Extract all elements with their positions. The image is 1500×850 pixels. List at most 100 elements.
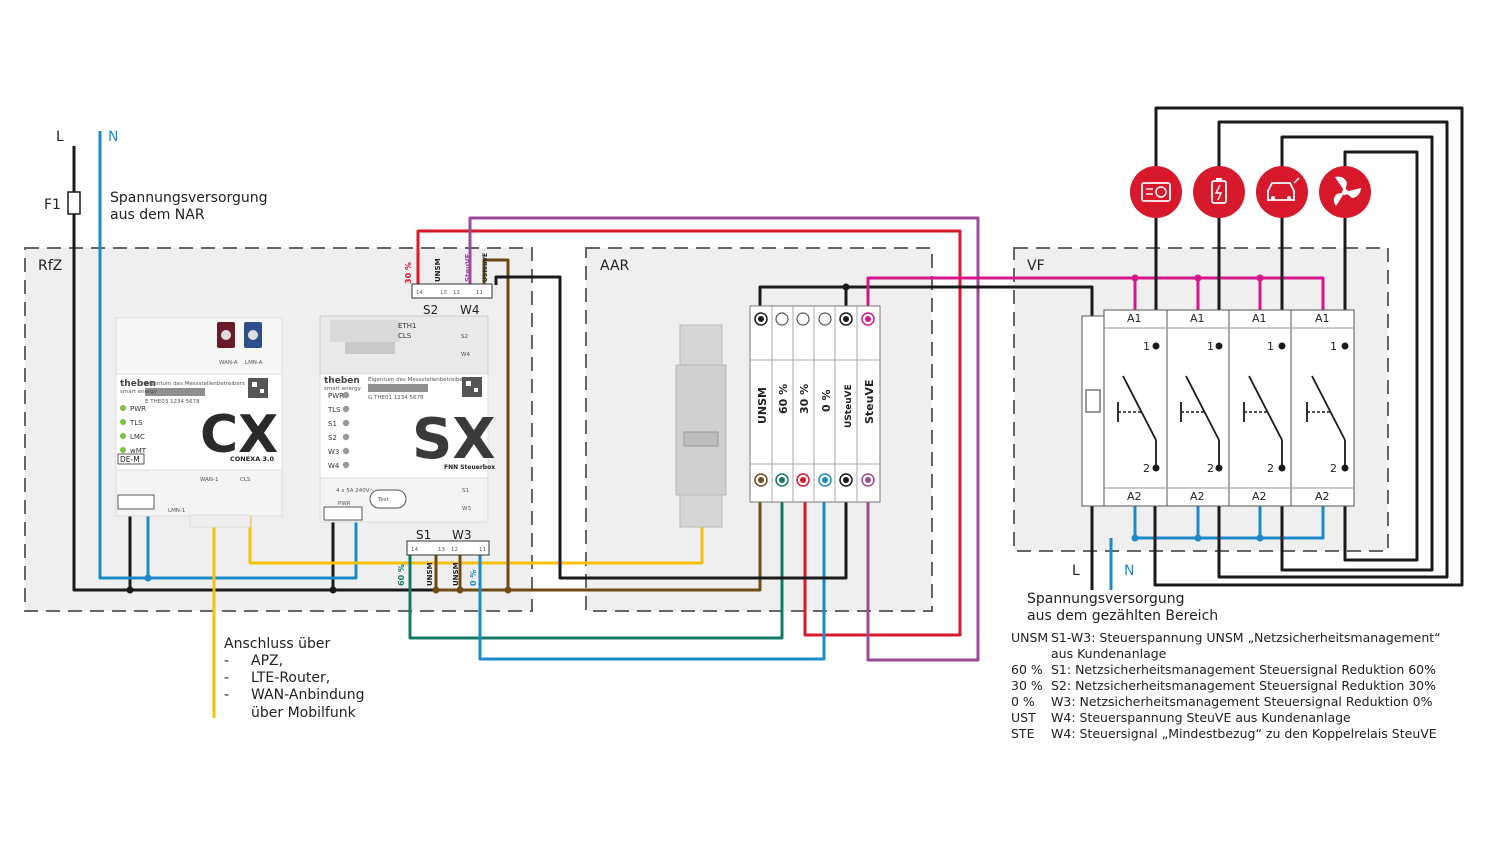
svg-text:14: 14 [416, 290, 423, 296]
legend: UNSM S1-W3: Steuerspannung UNSM „Netzsic… [1011, 630, 1441, 741]
sx-bottom-60: 60 % [397, 564, 406, 586]
sx-top-terminal: 14 13 12 11 S2 W4 30 % UNSM SteuVE USteu… [404, 253, 493, 317]
wire-loop-2 [1217, 120, 1449, 579]
sx-led-s1: S1 [328, 420, 337, 428]
sx-s2-label: S2 [461, 334, 468, 340]
zone-aar-label: AAR [600, 258, 630, 274]
wire-magenta [866, 276, 1325, 318]
svg-text:A1: A1 [1190, 312, 1205, 325]
cx-brand: theben [120, 379, 156, 389]
legend-key-4: 0 % [1011, 694, 1035, 709]
legend-text-2: S1: Netzsicherheitsmanagement Steuersign… [1051, 662, 1436, 677]
sx-rating: 4 x 5A 240V~ [336, 488, 375, 494]
vf-n-label: N [1124, 563, 1134, 579]
svg-text:1: 1 [1207, 340, 1214, 353]
heat-pump-icon [1130, 166, 1182, 218]
legend-text-4: W3: Netzsicherheitsmanagement Steuersign… [1051, 694, 1433, 709]
svg-text:1: 1 [1330, 340, 1337, 353]
svg-text:11: 11 [479, 547, 486, 553]
vf-relays: A1 1 2 A2 A1 1 2 A2 A1 1 [1081, 309, 1355, 507]
supply-counted-label: Spannungsversorgung aus dem gezählten Be… [1027, 591, 1218, 624]
sx-owner: Eigentum des Messstellenbetreibers [368, 377, 468, 383]
cx-led-tls: TLS [129, 419, 143, 427]
svg-text:14: 14 [411, 547, 418, 553]
sx-bottom-terminal: 14 13 12 11 S1 W3 60 % UNSM UNSM 0 % [397, 528, 490, 586]
wires [72, 106, 1464, 718]
svg-text:A2: A2 [1127, 490, 1142, 503]
cx-serial: E THE03 1234 5678 [145, 399, 200, 405]
svg-text:12: 12 [451, 547, 458, 553]
fan-icon [1319, 166, 1371, 218]
sx-brand: theben [324, 376, 360, 386]
svg-text:A2: A2 [1252, 490, 1267, 503]
svg-text:A2: A2 [1315, 490, 1330, 503]
sx-pwr-label: PWR [338, 501, 351, 507]
cx-model: CONEXA 3.0 [230, 455, 274, 463]
sx-led-w3: W3 [328, 448, 339, 456]
sx-eth-label: ETH1 [398, 322, 416, 330]
terminal-strip: UNSM 60 % 30 % 0 % USteuVE SteuVE [749, 305, 881, 503]
wire-n [98, 131, 358, 580]
relay-1: A1 1 2 A2 [1117, 312, 1160, 503]
cx-device: WAN-A LMN-A theben smart energy Eigentum… [115, 317, 283, 528]
terminal-label-usteuve: USteuVE [844, 384, 854, 428]
sx-serial: G THE01 1234 5678 [368, 395, 424, 401]
wire-black-sx-top [494, 275, 848, 580]
sx-bottom-unsm2: UNSM [452, 562, 460, 586]
sx-led-w4: W4 [328, 462, 340, 470]
sx-test-label: Test [377, 497, 390, 503]
sx-qr [462, 377, 482, 397]
junction-dots [126, 274, 1264, 594]
legend-key-2: 60 % [1011, 662, 1043, 677]
connection-note: Anschluss über - APZ, - LTE-Router, - WA… [224, 636, 365, 721]
terminal-label-unsm: UNSM [756, 387, 769, 424]
wire-brown [482, 258, 510, 590]
svg-text:13: 13 [440, 290, 447, 296]
svg-text:über Mobilfunk: über Mobilfunk [251, 705, 357, 721]
line-n-label: N [108, 129, 118, 145]
sx-s1-label: S1 [462, 488, 469, 494]
relay-2: A1 1 2 A2 [1180, 312, 1223, 503]
wire-brown-bottom [434, 480, 762, 592]
sx-bottom-s1: S1 [416, 528, 431, 542]
cx-wan1-label: WAN-1 [200, 477, 219, 483]
svg-text:Anschluss über: Anschluss über [224, 636, 330, 652]
svg-text:A1: A1 [1127, 312, 1142, 325]
wire-l [72, 146, 508, 592]
svg-text:2: 2 [1330, 462, 1337, 475]
svg-text:WAN-Anbindung: WAN-Anbindung [251, 687, 365, 703]
zone-vf-label: VF [1027, 258, 1045, 274]
cx-led-pwr: PWR [130, 405, 146, 413]
aar-module [675, 324, 727, 528]
sx-bottom-0: 0 % [469, 570, 478, 586]
cx-led-lmc: LMC [130, 433, 145, 441]
terminal-label-steuve: SteuVE [863, 380, 876, 425]
svg-text:A2: A2 [1190, 490, 1205, 503]
cx-lmn1-label: LMN-1 [168, 508, 185, 514]
sx-test-button[interactable] [369, 489, 407, 509]
relay-3: A1 1 2 A2 [1243, 312, 1286, 503]
relay-4: A1 1 2 A2 [1306, 312, 1349, 503]
sx-led-s2: S2 [328, 434, 337, 442]
svg-text:-: - [224, 670, 229, 686]
svg-text:LTE-Router,: LTE-Router, [251, 670, 330, 686]
legend-text-5: W4: Steuerspannung SteuVE aus Kundenanla… [1051, 710, 1351, 725]
svg-text:2: 2 [1143, 462, 1150, 475]
terminal-label-0: 0 % [820, 389, 833, 412]
cx-leds: PWR TLS LMC wMT [120, 405, 147, 455]
cx-brand-sub: smart energy [120, 389, 158, 395]
fuse-f1-label: F1 [44, 197, 61, 213]
sx-brand-sub: smart energy [324, 386, 362, 392]
legend-key-6: STE [1011, 726, 1035, 741]
legend-text-0: S1-W3: Steuerspannung UNSM „Netzsicherhe… [1051, 630, 1441, 645]
wire-red [416, 229, 962, 637]
svg-text:2: 2 [1207, 462, 1214, 475]
svg-text:2: 2 [1267, 462, 1274, 475]
sx-top-steuve: SteuVE [464, 253, 472, 282]
legend-key-5: UST [1011, 710, 1036, 725]
wire-green [408, 480, 784, 640]
sx-w3-label: W3 [462, 506, 471, 512]
sx-leds: PWR TLS S1 S2 W3 W4 [327, 391, 350, 470]
wire-blue-a2 [1133, 505, 1325, 540]
svg-text:1: 1 [1143, 340, 1150, 353]
